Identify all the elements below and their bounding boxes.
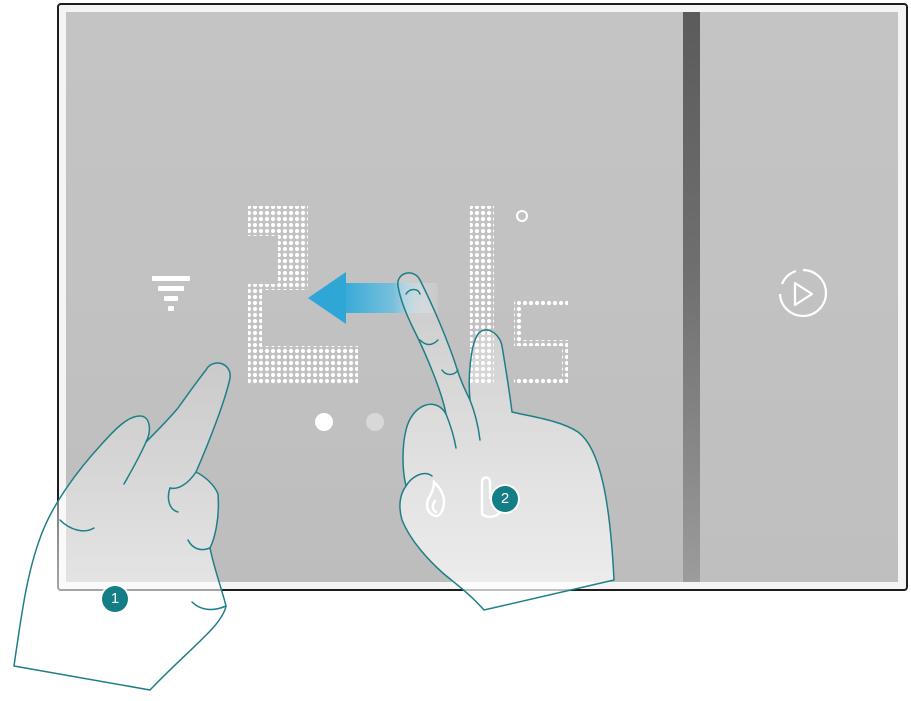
page-dot-inactive — [366, 413, 384, 431]
temperature-digit-decimal — [514, 300, 568, 384]
step-badge-2: 2 — [492, 486, 518, 512]
play-circle-icon[interactable] — [780, 270, 826, 316]
swipe-hand — [398, 273, 614, 610]
step-badge-1: 1 — [102, 586, 128, 612]
page-dot-active — [315, 413, 333, 431]
two-finger-hand — [14, 363, 230, 690]
degree-symbol — [517, 211, 527, 221]
wifi-signal-icon — [152, 276, 190, 311]
